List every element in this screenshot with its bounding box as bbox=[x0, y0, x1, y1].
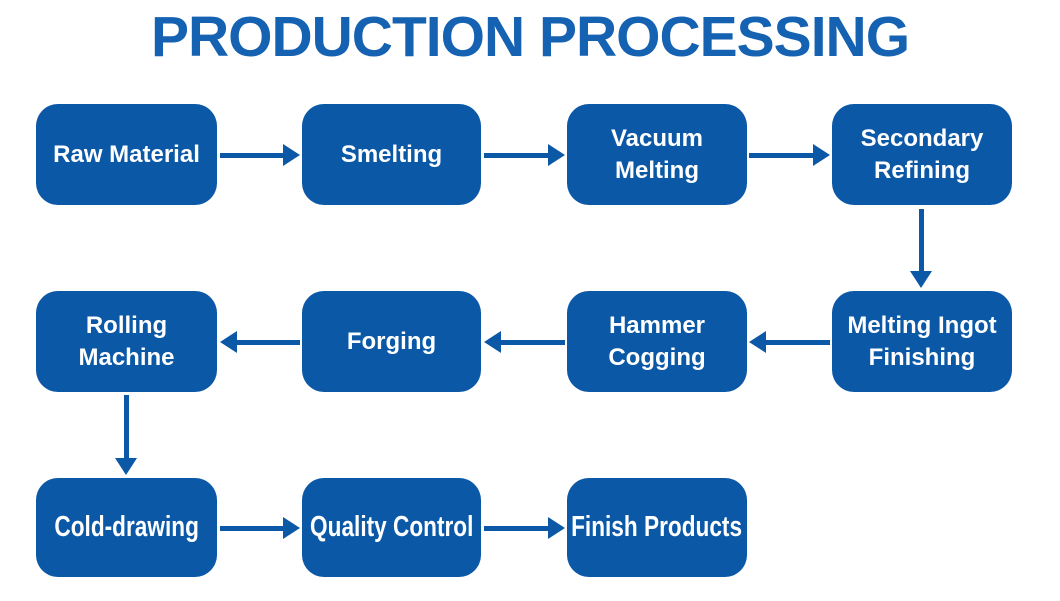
arrow-shaft bbox=[123, 395, 129, 461]
node-quality-control: Quality Control bbox=[302, 478, 481, 577]
node-label: Vacuum Melting bbox=[610, 125, 704, 184]
node-rolling-machine: Rolling Machine bbox=[36, 291, 217, 392]
node-cold-drawing: Cold-drawing bbox=[36, 478, 217, 577]
arrow-shaft bbox=[918, 209, 924, 274]
node-label: Hammer Cogging bbox=[608, 312, 706, 371]
arrowhead-left-icon bbox=[220, 331, 237, 353]
node-forging: Forging bbox=[302, 291, 481, 392]
arrowhead-right-icon bbox=[548, 517, 565, 539]
arrow-raw-material-to-smelting bbox=[220, 144, 300, 166]
node-label: Cold-drawing bbox=[54, 510, 199, 543]
arrowhead-left-icon bbox=[484, 331, 501, 353]
node-hammer-cogging: Hammer Cogging bbox=[567, 291, 747, 392]
node-secondary-refining: Secondary Refining bbox=[832, 104, 1012, 205]
node-label: Smelting bbox=[340, 140, 443, 168]
arrow-hammer-cogging-to-forging bbox=[484, 331, 565, 353]
arrow-shaft bbox=[749, 152, 816, 158]
arrowhead-right-icon bbox=[548, 144, 565, 166]
node-vacuum-melting: Vacuum Melting bbox=[567, 104, 747, 205]
arrow-shaft bbox=[763, 339, 830, 345]
arrow-cold-drawing-to-quality-control bbox=[220, 517, 300, 539]
node-smelting: Smelting bbox=[302, 104, 481, 205]
arrowhead-right-icon bbox=[813, 144, 830, 166]
node-label: Melting Ingot Finishing bbox=[847, 312, 997, 371]
arrowhead-down-icon bbox=[910, 271, 932, 288]
arrow-shaft bbox=[484, 525, 551, 531]
node-label: Finish Products bbox=[571, 510, 743, 543]
arrowhead-down-icon bbox=[115, 458, 137, 475]
arrow-secondary-refining-to-melting-ingot-finishing bbox=[910, 209, 932, 288]
node-finish-products: Finish Products bbox=[567, 478, 747, 577]
node-label: Raw Material bbox=[53, 140, 200, 168]
arrow-rolling-machine-to-cold-drawing bbox=[115, 395, 137, 475]
arrow-shaft bbox=[498, 339, 565, 345]
node-label: Quality Control bbox=[309, 510, 474, 543]
arrow-shaft bbox=[220, 152, 286, 158]
node-raw-material: Raw Material bbox=[36, 104, 217, 205]
arrow-vacuum-melting-to-secondary-refining bbox=[749, 144, 830, 166]
node-label: Forging bbox=[346, 327, 437, 355]
node-melting-ingot-finishing: Melting Ingot Finishing bbox=[832, 291, 1012, 392]
node-label: Rolling Machine bbox=[78, 312, 175, 371]
page-title: PRODUCTION PROCESSING bbox=[150, 5, 910, 69]
arrow-shaft bbox=[484, 152, 551, 158]
arrow-quality-control-to-finish-products bbox=[484, 517, 565, 539]
arrow-shaft bbox=[220, 525, 286, 531]
arrow-smelting-to-vacuum-melting bbox=[484, 144, 565, 166]
arrowhead-right-icon bbox=[283, 517, 300, 539]
arrow-forging-to-rolling-machine bbox=[220, 331, 300, 353]
arrow-melting-ingot-finishing-to-hammer-cogging bbox=[749, 331, 830, 353]
arrow-shaft bbox=[234, 339, 300, 345]
arrowhead-left-icon bbox=[749, 331, 766, 353]
arrowhead-right-icon bbox=[283, 144, 300, 166]
node-label: Secondary Refining bbox=[860, 125, 984, 184]
